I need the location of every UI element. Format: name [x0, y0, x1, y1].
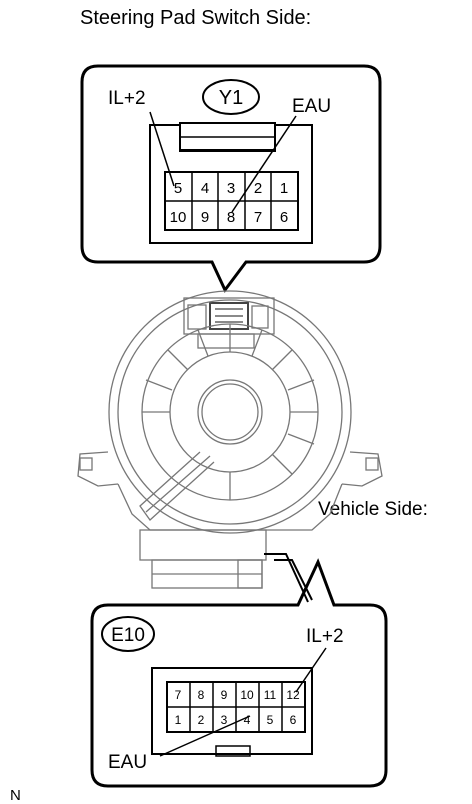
bottom-ilplus-label: IL+2: [306, 626, 344, 647]
footer-code: N: [10, 787, 21, 804]
top-pin: 3: [227, 180, 235, 197]
bottom-eau-leader: [159, 715, 251, 757]
top-callout-frame: [80, 64, 382, 293]
bottom-connector-id: E10: [111, 625, 145, 646]
bottom-connector-housing: [151, 667, 313, 755]
bottom-pin: 11: [264, 688, 277, 702]
top-ilplus-leader: [149, 111, 175, 187]
bottom-pin: 3: [221, 713, 228, 727]
top-pin: 2: [254, 180, 262, 197]
top-pin: 1: [280, 180, 288, 197]
bottom-eau-label: EAU: [108, 752, 147, 773]
spiral-cable-body: [77, 290, 383, 589]
bottom-pin: 2: [198, 713, 205, 727]
bottom-pin: 7: [175, 688, 182, 702]
bottom-pin: 10: [240, 688, 254, 702]
top-pin: 8: [227, 209, 235, 226]
top-pin: 9: [201, 209, 209, 226]
vehicle-leader-b: [274, 559, 313, 601]
bottom-ilplus-leader: [295, 647, 327, 693]
top-connector-id: Y1: [219, 87, 243, 109]
vehicle-side-title: Vehicle Side:: [318, 499, 428, 520]
bottom-pin: 1: [175, 713, 182, 727]
top-ilplus-label: IL+2: [108, 88, 146, 109]
bottom-pin: 9: [221, 688, 228, 702]
top-pin: 10: [170, 209, 187, 226]
bottom-pin: 5: [267, 713, 274, 727]
top-pin: 5: [174, 180, 182, 197]
steering-side-title: Steering Pad Switch Side:: [80, 7, 311, 29]
top-pin: 4: [201, 180, 209, 197]
bottom-pin: 8: [198, 688, 205, 702]
bottom-pin: 4: [244, 713, 251, 727]
vehicle-leader-a: [264, 553, 309, 603]
bottom-pin: 6: [290, 713, 297, 727]
bottom-connector-latch: [215, 745, 251, 757]
bottom-callout-frame: [90, 558, 388, 788]
top-eau-label: EAU: [292, 96, 331, 117]
top-pin: 7: [254, 209, 262, 226]
top-eau-leader: [231, 115, 297, 213]
top-connector-id-oval: [202, 79, 260, 115]
bottom-connector-id-oval: [101, 616, 155, 652]
top-pin: 6: [280, 209, 288, 226]
